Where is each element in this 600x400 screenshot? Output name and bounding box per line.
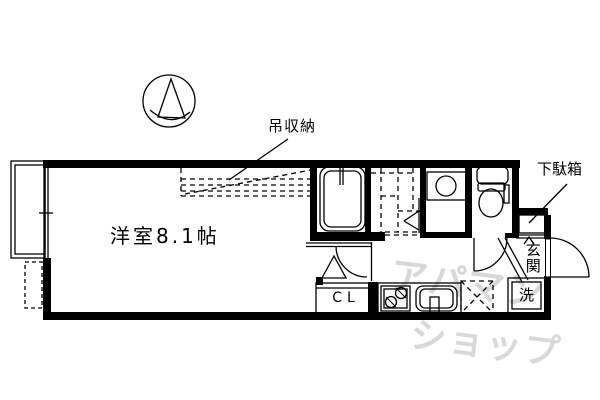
wall-cl-stub (316, 277, 323, 285)
wall-jut-shoe (512, 208, 548, 215)
kitchen-sink-icon (415, 285, 458, 314)
compass-north-icon (142, 74, 196, 128)
shoe-cabinet-label: 下駄箱 (537, 160, 583, 178)
washing-machine-label: 洗 (518, 286, 534, 304)
toilet-icon (476, 166, 510, 218)
wall-toilet-stub (505, 233, 512, 238)
hanging-storage-label: 吊収納 (268, 117, 317, 135)
washing-machine-box (507, 277, 546, 314)
hanging-storage-leader-line (228, 138, 289, 181)
entrance-step-lines (497, 235, 535, 283)
wall-below-bath (310, 232, 385, 241)
window-icon (39, 168, 53, 258)
stove-icon (380, 285, 411, 312)
balcony-outline (10, 160, 46, 259)
closet-box (315, 282, 372, 314)
wall-cl-kitchen (368, 282, 378, 313)
wall-room-right (310, 160, 317, 232)
bathtub-icon (319, 162, 366, 232)
washroom-dashed (371, 168, 420, 236)
wall-top (43, 160, 520, 168)
wall-bath-right (365, 168, 371, 233)
wall-right-lower (544, 276, 551, 320)
wall-left-lower (43, 258, 51, 320)
refrigerator-space-icon (460, 280, 494, 314)
wall-right-upper (544, 215, 551, 239)
hanging-storage-dashed (180, 168, 317, 197)
outdoor-equipment-dashed-box (24, 261, 43, 309)
wall-below-basin (420, 232, 467, 238)
closet-label: CL (332, 290, 360, 306)
wall-right-toilet (512, 160, 519, 238)
folding-door-icon (403, 198, 420, 233)
wall-bottom (43, 312, 551, 320)
room-size-label: 洋室8.1帖 (110, 224, 220, 248)
entrance-label: 玄関 (523, 242, 542, 274)
wall-basin-left (420, 165, 426, 235)
washbasin-icon (426, 171, 467, 201)
entrance-door-swing (545, 237, 590, 278)
shoe-cabinet-leader-line (528, 183, 568, 224)
toilet-door-swing (473, 237, 508, 272)
walls (43, 160, 551, 320)
wall-toilet-left (465, 160, 472, 238)
room-door-swing (306, 242, 373, 281)
shoe-cabinet-icon (516, 214, 546, 239)
